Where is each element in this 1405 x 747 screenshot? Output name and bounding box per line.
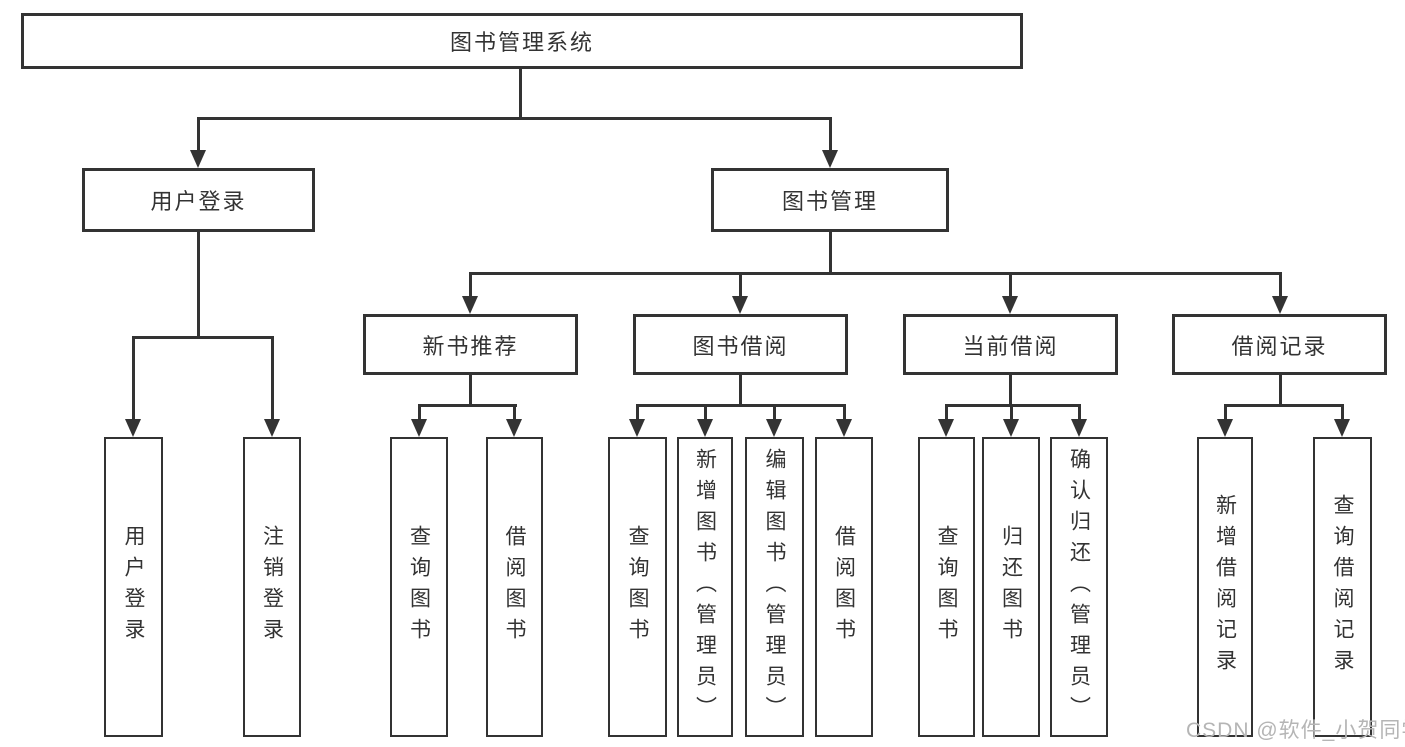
leaf-borrow-books-1: 借阅图书 — [486, 437, 543, 737]
connector-to-leaf-query-books-2 — [635, 404, 639, 421]
connector-to-leaf-confirm-return — [1077, 404, 1081, 421]
connector-to-leaf-logout — [270, 336, 274, 421]
connector-to-leaf-borrow-books-2 — [842, 404, 846, 421]
connector-bus-level3 — [468, 272, 1282, 275]
connector-to-book-management — [828, 117, 832, 152]
leaf-borrow-books-2: 借阅图书 — [815, 437, 873, 737]
connector-borrow-records-stub — [1278, 372, 1282, 407]
connector-to-book-borrow — [738, 272, 742, 298]
leaf-query-books-1: 查询图书 — [390, 437, 448, 737]
connector-bus-user-login — [131, 336, 274, 339]
connector-to-leaf-add-books — [703, 404, 707, 421]
connector-to-current-borrow — [1008, 272, 1012, 298]
connector-to-leaf-query-books-1 — [417, 404, 421, 421]
connector-to-leaf-edit-books — [773, 404, 776, 421]
node-new-book-recommend: 新书推荐 — [363, 314, 578, 375]
connector-bus-borrow-records — [1223, 404, 1344, 407]
connector-bus-current-borrow — [945, 404, 1081, 407]
leaf-return-books: 归还图书 — [982, 437, 1040, 737]
arrowhead-borrow-records — [1272, 296, 1288, 314]
connector-bus-book-borrow — [635, 404, 846, 407]
leaf-confirm-return-admin: 确认归还（管理员） — [1050, 437, 1108, 737]
arrowhead-user-login — [190, 150, 206, 168]
leaf-logout: 注销登录 — [243, 437, 301, 737]
watermark: CSDN @软件_小贺同学 — [1186, 719, 1405, 742]
node-book-borrow: 图书借阅 — [633, 314, 848, 375]
node-user-login: 用户登录 — [82, 168, 315, 232]
arrowhead-current-borrow — [1002, 296, 1018, 314]
arrowhead-leaf-query-record — [1334, 419, 1350, 437]
connector-to-leaf-query-record — [1341, 404, 1344, 421]
connector-bus-level2 — [196, 117, 832, 120]
arrowhead-leaf-add-record — [1217, 419, 1233, 437]
arrowhead-leaf-user-login — [125, 419, 141, 437]
arrowhead-leaf-query-books-1 — [411, 419, 427, 437]
connector-bus-new-book-recommend — [417, 404, 517, 407]
arrowhead-new-book-recommend — [462, 296, 478, 314]
arrowhead-leaf-edit-books — [766, 419, 782, 437]
leaf-query-books-3: 查询图书 — [918, 437, 975, 737]
leaf-query-books-2: 查询图书 — [608, 437, 667, 737]
leaf-add-borrow-record: 新增借阅记录 — [1197, 437, 1253, 737]
leaf-add-books-admin: 新增图书（管理员） — [677, 437, 733, 737]
arrowhead-leaf-return-books — [1003, 419, 1019, 437]
arrowhead-leaf-borrow-books-1 — [506, 419, 522, 437]
connector-new-book-recommend-stub — [468, 372, 472, 407]
arrowhead-leaf-query-books-3 — [938, 419, 954, 437]
connector-to-leaf-return-books — [1009, 404, 1013, 421]
connector-book-borrow-stub — [738, 372, 742, 407]
arrowhead-book-management — [822, 150, 838, 168]
connector-root-stub — [518, 66, 522, 120]
node-library-system: 图书管理系统 — [21, 13, 1023, 69]
connector-to-user-login — [196, 117, 200, 152]
arrowhead-book-borrow — [732, 296, 748, 314]
connector-book-management-stub — [828, 229, 832, 275]
arrowhead-leaf-borrow-books-2 — [836, 419, 852, 437]
connector-to-new-book-recommend — [468, 272, 472, 298]
arrowhead-leaf-logout — [264, 419, 280, 437]
connector-to-leaf-add-record — [1223, 404, 1227, 421]
connector-to-borrow-records — [1278, 272, 1282, 298]
connector-user-login-stub — [196, 229, 200, 339]
connector-current-borrow-stub — [1008, 372, 1012, 407]
node-borrow-records: 借阅记录 — [1172, 314, 1387, 375]
connector-to-leaf-query-books-3 — [945, 404, 948, 421]
arrowhead-leaf-confirm-return — [1071, 419, 1087, 437]
node-current-borrow: 当前借阅 — [903, 314, 1118, 375]
connector-to-leaf-borrow-books-1 — [513, 404, 516, 421]
connector-to-leaf-user-login — [131, 336, 135, 421]
leaf-query-borrow-record: 查询借阅记录 — [1313, 437, 1372, 737]
node-book-management: 图书管理 — [711, 168, 949, 232]
leaf-user-login: 用户登录 — [104, 437, 163, 737]
leaf-edit-books-admin: 编辑图书（管理员） — [745, 437, 804, 737]
arrowhead-leaf-add-books — [697, 419, 713, 437]
arrowhead-leaf-query-books-2 — [629, 419, 645, 437]
